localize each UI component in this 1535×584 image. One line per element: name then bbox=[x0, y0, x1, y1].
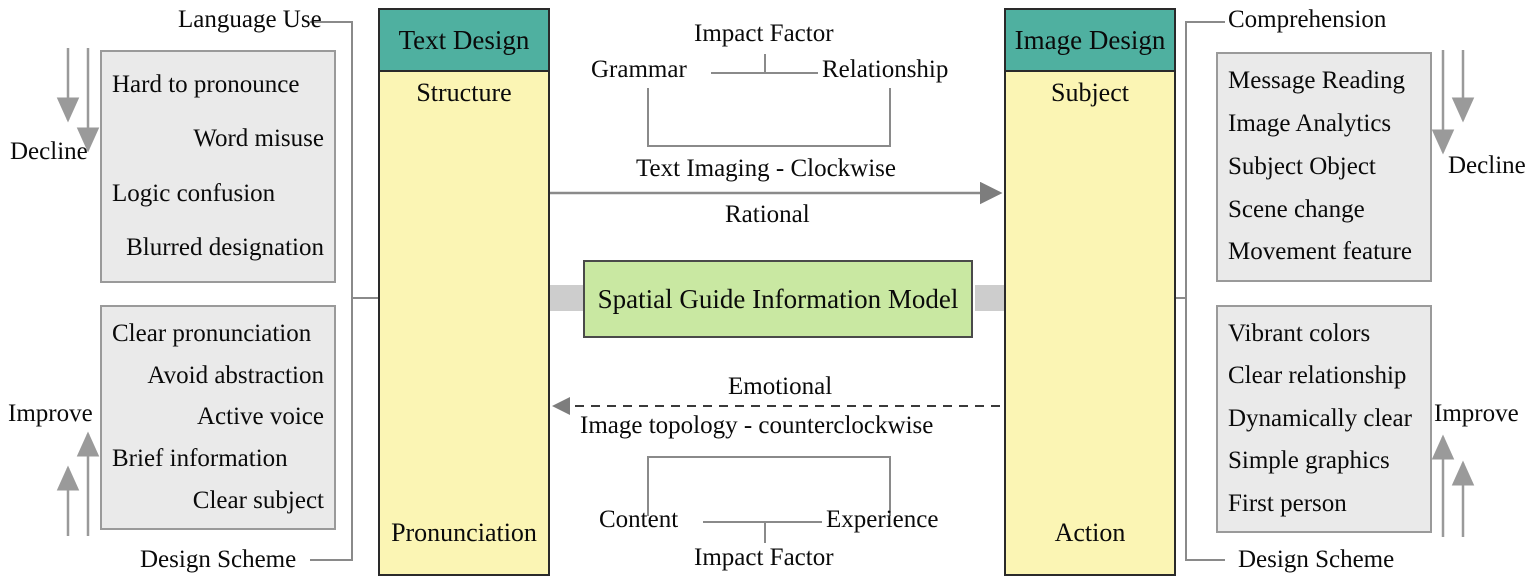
image-column-top-label: Subject bbox=[1051, 78, 1129, 107]
list-item: Message Reading bbox=[1228, 67, 1406, 95]
right-problems-panel: Message Reading Image Analytics Subject … bbox=[1216, 52, 1432, 282]
list-item: Simple graphics bbox=[1228, 447, 1390, 475]
right-improve-arrows bbox=[1431, 434, 1475, 537]
list-item: Clear pronunciation bbox=[112, 319, 312, 347]
left-improve-label: Improve bbox=[8, 400, 93, 427]
list-item: Scene change bbox=[1228, 195, 1365, 223]
list-item: Brief information bbox=[112, 445, 288, 473]
bottom-impact-factor-label: Impact Factor bbox=[694, 544, 834, 571]
list-item: Image Analytics bbox=[1228, 110, 1392, 138]
top-right-node-label: Relationship bbox=[822, 56, 949, 83]
list-item: Logic confusion bbox=[112, 179, 276, 207]
list-item: Movement feature bbox=[1228, 238, 1412, 266]
image-column-bottom-label: Action bbox=[1054, 518, 1126, 547]
left-problems-panel: Hard to pronounce Word misuse Logic conf… bbox=[100, 50, 336, 283]
list-item: Clear relationship bbox=[1228, 362, 1407, 390]
left-improve-arrows bbox=[56, 431, 100, 536]
list-item: Blurred designation bbox=[126, 233, 324, 261]
list-item: Hard to pronounce bbox=[112, 71, 300, 98]
list-item: Word misuse bbox=[193, 125, 324, 153]
image-design-header: Image Design bbox=[1004, 8, 1176, 72]
reverse-flow-above-label: Emotional bbox=[728, 373, 833, 400]
right-decline-label: Decline bbox=[1448, 152, 1526, 179]
left-bracket bbox=[310, 21, 378, 561]
list-item: Clear subject bbox=[192, 486, 324, 514]
list-item: First person bbox=[1228, 489, 1347, 517]
list-item: Subject Object bbox=[1228, 152, 1376, 180]
list-item: Vibrant colors bbox=[1228, 320, 1371, 348]
right-solutions-panel: Vibrant colors Clear relationship Dynami… bbox=[1216, 305, 1432, 533]
forward-flow-above-label: Text Imaging - Clockwise bbox=[636, 155, 896, 182]
reverse-flow-below-label: Image topology - counterclockwise bbox=[580, 412, 934, 439]
right-decline-arrows bbox=[1431, 50, 1475, 155]
list-item: Dynamically clear bbox=[1228, 404, 1412, 432]
left-top-connector-label: Language Use bbox=[178, 6, 322, 33]
list-item: Avoid abstraction bbox=[147, 361, 324, 389]
right-improve-label: Improve bbox=[1434, 400, 1519, 427]
bottom-left-node-label: Content bbox=[599, 506, 679, 533]
right-bracket bbox=[1168, 21, 1225, 561]
bottom-impact-factor-connector bbox=[647, 456, 891, 543]
image-design-column[interactable]: Image Design bbox=[1004, 8, 1176, 576]
text-column-bottom-label: Pronunciation bbox=[391, 518, 537, 547]
top-impact-factor-label: Impact Factor bbox=[694, 20, 834, 47]
left-decline-label: Decline bbox=[10, 138, 88, 165]
right-bottom-connector-label: Design Scheme bbox=[1238, 546, 1395, 573]
left-solutions-panel: Clear pronunciation Avoid abstraction Ac… bbox=[100, 305, 336, 530]
left-decline-arrows bbox=[56, 48, 100, 153]
text-design-header: Text Design bbox=[378, 8, 550, 72]
forward-flow-below-label: Rational bbox=[725, 201, 810, 228]
left-bottom-connector-label: Design Scheme bbox=[140, 546, 297, 573]
text-design-column[interactable]: Text Design bbox=[378, 8, 550, 576]
text-column-top-label: Structure bbox=[416, 78, 512, 107]
right-top-connector-label: Comprehension bbox=[1228, 6, 1387, 33]
spatial-guide-information-model-box[interactable]: Spatial Guide Information Model bbox=[583, 260, 973, 338]
top-left-node-label: Grammar bbox=[591, 56, 687, 83]
top-impact-factor-connector bbox=[647, 54, 891, 147]
bottom-right-node-label: Experience bbox=[826, 506, 939, 533]
list-item: Active voice bbox=[196, 403, 324, 431]
